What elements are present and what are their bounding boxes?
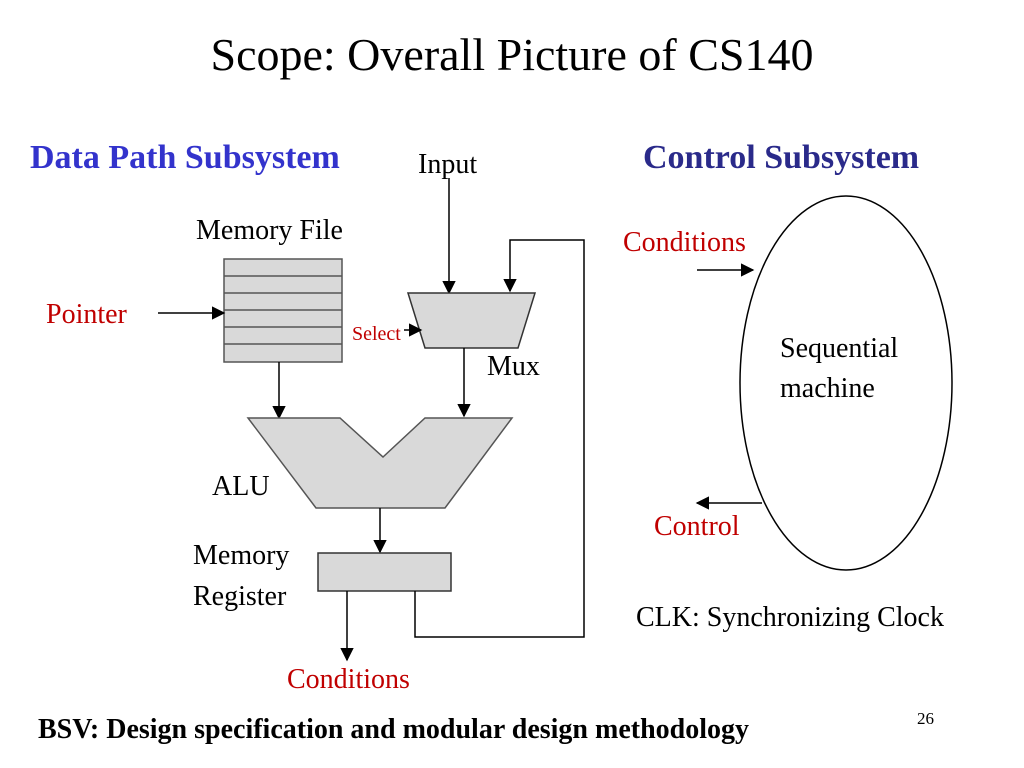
mux-label: Mux (487, 351, 540, 382)
alu-label: ALU (212, 471, 270, 502)
pointer-label: Pointer (46, 299, 127, 330)
clock-note: CLK: Synchronizing Clock (636, 602, 944, 633)
datapath-heading: Data Path Subsystem (30, 139, 340, 176)
select-label: Select (352, 323, 401, 345)
sequential-machine-label-line1: Sequential (780, 333, 899, 364)
memory-file-label: Memory File (196, 215, 343, 246)
sequential-machine-ellipse (739, 195, 953, 571)
control-label: Control (654, 511, 740, 542)
sequential-machine-label-line2: machine (780, 373, 875, 404)
alu-shape (246, 417, 514, 509)
footer-text: BSV: Design specification and modular de… (38, 714, 749, 745)
control-conditions-label: Conditions (623, 227, 746, 258)
control-heading: Control Subsystem (643, 139, 920, 176)
mux-shape (406, 292, 537, 349)
page-number: 26 (917, 709, 934, 728)
datapath-conditions-label: Conditions (287, 664, 410, 695)
memory-register-label-line1: Memory (193, 540, 290, 571)
memory-register-label-line2: Register (193, 581, 287, 612)
input-label: Input (418, 149, 478, 180)
feedback-path (414, 239, 585, 638)
memory-file-block (223, 258, 343, 363)
slide-title: Scope: Overall Picture of CS140 (210, 29, 814, 80)
memory-register-block (317, 552, 452, 592)
